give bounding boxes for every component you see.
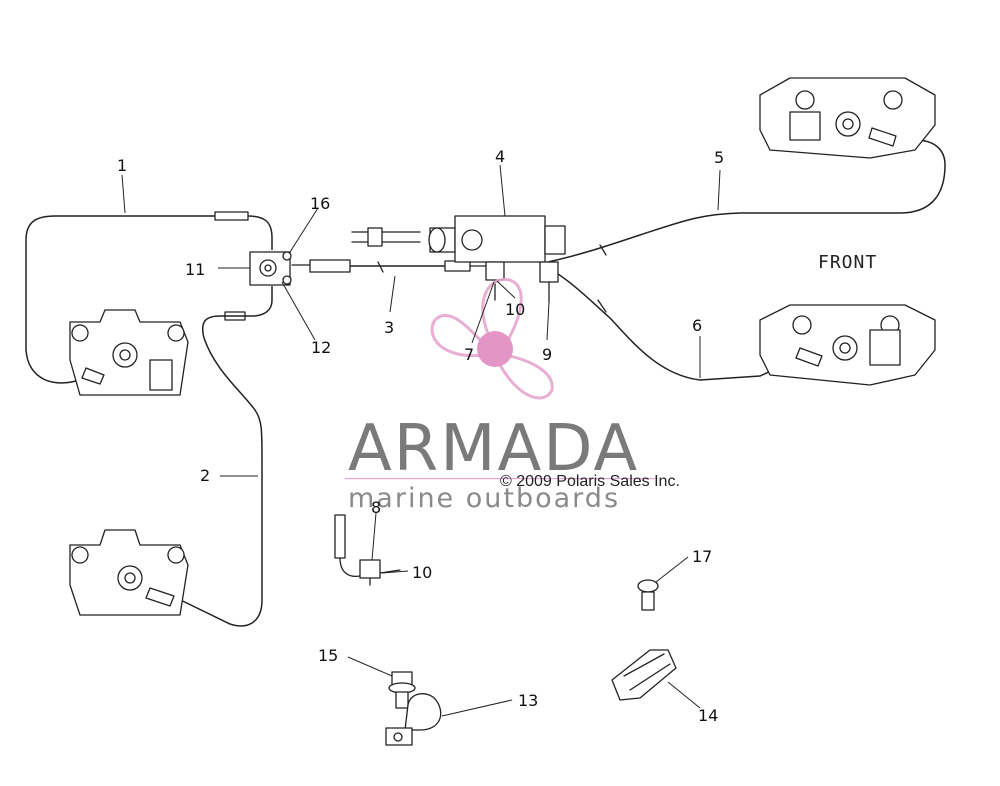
- callout-3: 3: [384, 318, 394, 337]
- master-cylinder: [428, 215, 566, 303]
- callout-1: 1: [117, 156, 127, 175]
- leader-lines: [121, 164, 721, 717]
- armada-logo: [430, 277, 554, 400]
- caliper-rear-left-upper: [69, 309, 189, 396]
- callout-10-upper: 10: [505, 300, 525, 319]
- callout-9: 9: [542, 345, 552, 364]
- brake-hose-5: [547, 132, 946, 263]
- callout-numbers: 1 2 3 4 5 6 7 8 9 10 10 11 12 13 14 15 1…: [117, 147, 724, 725]
- callout-15: 15: [318, 646, 338, 665]
- brake-hose-1: [25, 211, 273, 384]
- watermark-rule: [345, 478, 655, 480]
- callout-4: 4: [495, 147, 505, 166]
- callout-13: 13: [518, 691, 538, 710]
- screw-17: [637, 579, 659, 611]
- callout-17: 17: [692, 547, 712, 566]
- p-clamp-13: [385, 693, 442, 746]
- clip-14: [611, 649, 677, 701]
- brake-hose-2: [159, 286, 273, 627]
- watermark-tagline: marine outboards: [348, 483, 620, 514]
- callout-8: 8: [371, 498, 381, 517]
- sensor-wire: [351, 227, 421, 247]
- callout-6: 6: [692, 316, 702, 335]
- switch-bracket: [334, 514, 401, 586]
- front-label: FRONT: [818, 252, 877, 273]
- callout-5: 5: [714, 148, 724, 167]
- callout-16: 16: [310, 194, 330, 213]
- callout-10-lower: 10: [412, 563, 432, 582]
- copyright-text: © 2009 Polaris Sales Inc.: [500, 473, 680, 490]
- callout-14: 14: [698, 706, 718, 725]
- callout-2: 2: [200, 466, 210, 485]
- callout-11: 11: [185, 260, 205, 279]
- callout-7: 7: [464, 345, 474, 364]
- t-fitting: [249, 251, 292, 286]
- caliper-rear-left-lower: [69, 529, 189, 616]
- callout-12: 12: [311, 338, 331, 357]
- watermark-brand: ARMADA: [348, 412, 639, 486]
- bolt-15: [388, 671, 416, 709]
- caliper-front-lower: [759, 304, 936, 386]
- caliper-front-upper: [759, 77, 936, 159]
- brake-hose-6: [554, 271, 801, 381]
